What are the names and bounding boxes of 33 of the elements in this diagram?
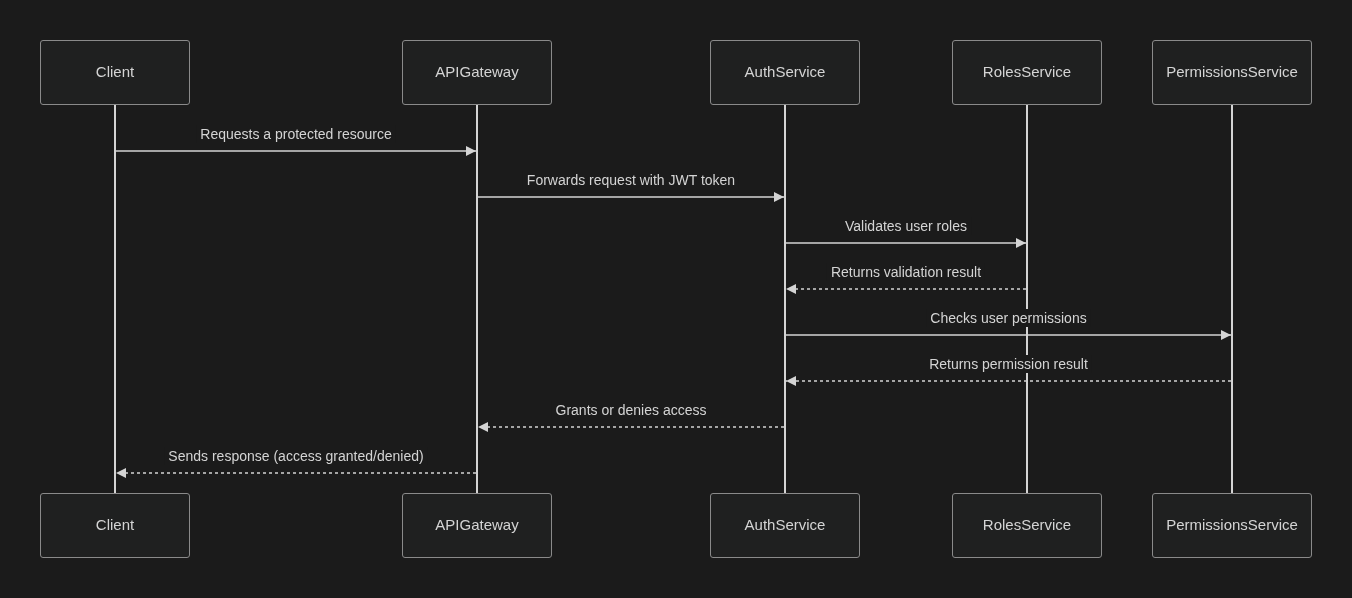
participant-name: PermissionsService (1166, 515, 1298, 536)
participant-name: PermissionsService (1166, 62, 1298, 83)
message-arrow (785, 330, 1232, 340)
participant-box (402, 493, 552, 558)
participant-box (710, 493, 860, 558)
participant-name: Client (95, 515, 135, 536)
participant-box (952, 493, 1102, 558)
participant-name: Client (95, 62, 135, 83)
participant-name: APIGateway (435, 515, 519, 536)
lifeline (784, 105, 786, 493)
message-arrow (785, 284, 1027, 294)
message-arrow (477, 422, 785, 432)
participant-box (402, 40, 552, 105)
participant-box (952, 40, 1102, 105)
participant-name: RolesService (982, 515, 1072, 536)
lifeline (114, 105, 116, 493)
participant-box (710, 40, 860, 105)
message-arrow (785, 238, 1027, 248)
lifeline (476, 105, 478, 493)
participant-name: AuthService (744, 515, 826, 536)
participant-name: AuthService (744, 62, 826, 83)
message-arrow (115, 146, 477, 156)
participant-box (1152, 493, 1312, 558)
lifeline (1231, 105, 1233, 493)
message-arrow (785, 376, 1232, 386)
message-arrow (115, 468, 477, 478)
lifeline (1026, 105, 1028, 493)
message-arrow (477, 192, 785, 202)
participant-box (1152, 40, 1312, 105)
participant-name: RolesService (982, 62, 1072, 83)
participant-name: APIGateway (435, 62, 519, 83)
participant-box (40, 40, 190, 105)
participant-box (40, 493, 190, 558)
